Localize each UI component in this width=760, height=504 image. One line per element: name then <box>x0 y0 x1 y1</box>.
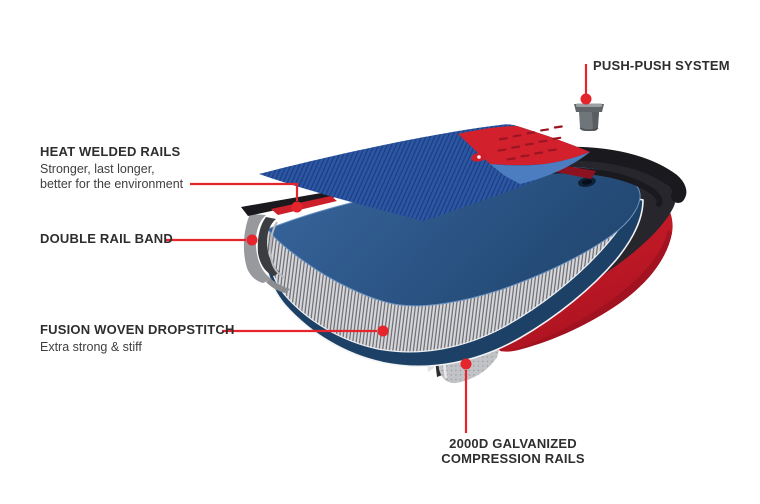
label-subtext: Extra strong & stiff <box>40 340 142 354</box>
label-title: HEAT WELDED RAILS <box>40 144 181 159</box>
label-title: PUSH-PUSH SYSTEM <box>593 58 730 73</box>
label-compression-rails: 2000D GALVANIZED COMPRESSION RAILS <box>413 436 613 466</box>
double-rail-band-left <box>243 214 290 293</box>
label-title-line2: COMPRESSION RAILS <box>441 451 585 466</box>
leader-lines <box>166 64 592 433</box>
label-fusion-woven-dropstitch: FUSION WOVEN DROPSTITCH Extra strong & s… <box>40 322 235 355</box>
leader-dot-fusion-woven <box>377 325 389 337</box>
top-deck-sheet <box>259 124 590 221</box>
brand-logo <box>471 152 487 162</box>
deck-shading <box>490 152 590 184</box>
label-title: FUSION WOVEN DROPSTITCH <box>40 322 235 337</box>
label-title: DOUBLE RAIL BAND <box>40 231 173 246</box>
label-subtext-line1: Stronger, last longer, <box>40 162 155 176</box>
leader-dot-compression <box>460 358 472 370</box>
label-heat-welded-rails: HEAT WELDED RAILS Stronger, last longer,… <box>40 144 183 191</box>
label-title-line1: 2000D GALVANIZED <box>449 436 577 451</box>
deck-tail-markings <box>497 125 563 161</box>
label-double-rail-band: DOUBLE RAIL BAND <box>40 231 173 247</box>
deck-red-tail <box>458 126 590 166</box>
leader-dot-double-rail <box>246 234 258 246</box>
leader-line-heat-welded <box>190 182 299 201</box>
leader-dot-push-push <box>580 93 592 105</box>
leader-dot-heat-welded <box>291 201 303 213</box>
label-subtext-line2: better for the environment <box>40 176 184 191</box>
valve-icon <box>574 103 604 131</box>
label-push-push-system: PUSH-PUSH SYSTEM <box>593 58 730 74</box>
